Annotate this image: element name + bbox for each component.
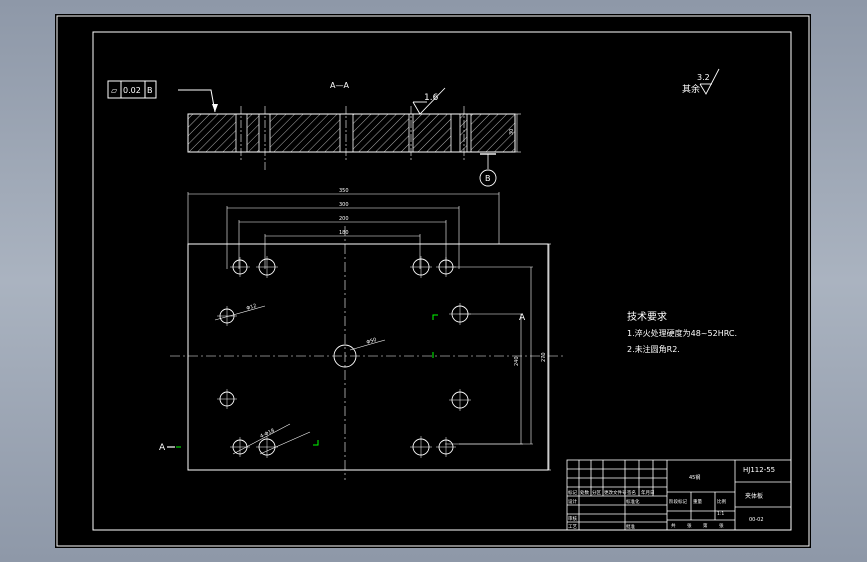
section-marker-left: A (159, 443, 166, 453)
surface-finish-general-label: 其余 (682, 83, 700, 95)
tb-std: 标准化 (626, 498, 640, 505)
tb-header-2: 分区 (592, 489, 601, 496)
dim-height-inner: 240 (514, 356, 520, 366)
thickness-value: 30 (509, 129, 515, 135)
flatness-value: 0.02 (123, 86, 141, 95)
dim-pin-hole: 4-Φ18 (259, 428, 275, 440)
tb-code: 00-02 (749, 517, 764, 523)
tb-header-3: 更改文件号 (604, 489, 627, 496)
tb-stage: 阶段标记 (669, 498, 687, 505)
plan-view: 350 300 200 180 240 270 (159, 188, 565, 480)
plate-outline (187, 243, 549, 471)
dim-hole-span: 300 (339, 202, 349, 208)
dim-counterbore: Φ12 (246, 303, 258, 312)
holes (219, 258, 469, 456)
drawing-canvas: A—A ⏥ 0.02 B (56, 15, 810, 547)
tb-scale-label: 比例 (717, 498, 726, 505)
tb-scale: 1:1 (717, 511, 724, 517)
tb-sheet-2: 第 (703, 522, 708, 529)
tech-req-title: 技术要求 (627, 310, 667, 323)
surface-finish-top: 1.6 (412, 87, 446, 115)
dim-overall-width: 350 (339, 188, 349, 194)
surface-finish-general: 其余 3.2 (682, 68, 720, 95)
tb-header-5: 年月日 (641, 489, 655, 496)
title-block-text: 标记 处数 分区 更改文件号 签名 年月日 设计 审核 工艺 标准化 批准 45… (568, 466, 775, 530)
tb-sheet-3: 张 (719, 522, 724, 529)
top-dimensions (187, 192, 500, 269)
tb-role-design: 设计 (568, 498, 577, 505)
hole-crosshairs (217, 256, 471, 458)
dim-height-outer: 270 (541, 352, 547, 362)
title-block (566, 459, 792, 531)
tb-header-0: 标记 (568, 489, 577, 496)
center-hole (333, 344, 357, 368)
cad-drawing-viewport[interactable]: A—A ⏥ 0.02 B (55, 14, 811, 548)
outer-frame (56, 15, 810, 547)
hole-leaders (214, 305, 386, 455)
datum-b-label: B (485, 174, 491, 183)
datum-b: B (479, 153, 497, 187)
tb-role-review: 审核 (568, 515, 577, 522)
tb-material: 45钢 (689, 474, 700, 481)
tb-role-process: 工艺 (568, 524, 577, 530)
surface-finish-general-value: 3.2 (697, 73, 710, 82)
right-dimensions (445, 243, 551, 471)
tb-weight: 重量 (693, 498, 702, 505)
section-hatching (188, 114, 515, 152)
plan-centerlines (170, 226, 565, 480)
flatness-symbol: ⏥ (111, 86, 118, 95)
tb-header-4: 签名 (627, 489, 636, 496)
flatness-tolerance-frame: ⏥ 0.02 B (107, 80, 218, 113)
dim-pocket-width: 180 (339, 230, 349, 236)
section-label: A—A (330, 81, 349, 90)
section-centerlines (240, 106, 465, 170)
tb-part-name: 夹体板 (745, 492, 763, 500)
dim-inner-span: 200 (339, 216, 349, 222)
technical-requirements: 技术要求 1.淬火处理硬度为48~52HRC. 2.未注圆角R2. (627, 310, 737, 354)
inner-frame (92, 31, 792, 531)
tb-drawing-no: HJ112-55 (743, 466, 775, 474)
tech-req-item-2: 2.未注圆角R2. (627, 344, 680, 354)
tech-req-item-1: 1.淬火处理硬度为48~52HRC. (627, 328, 737, 338)
section-hole-lines (235, 114, 472, 152)
tb-sheet-1: 张 (687, 522, 692, 529)
tb-sheet-0: 共 (671, 522, 676, 529)
section-view: A—A ⏥ 0.02 B (107, 68, 720, 187)
thickness-dimension: 30 (509, 113, 521, 153)
tb-approve: 批准 (626, 523, 635, 530)
section-marker-right: A (519, 313, 526, 323)
green-markers (176, 314, 438, 448)
dim-center-hole: Φ50 (366, 337, 378, 346)
flatness-datum: B (147, 86, 153, 95)
surface-finish-top-value: 1.6 (424, 93, 439, 103)
tb-header-1: 处数 (580, 489, 589, 496)
